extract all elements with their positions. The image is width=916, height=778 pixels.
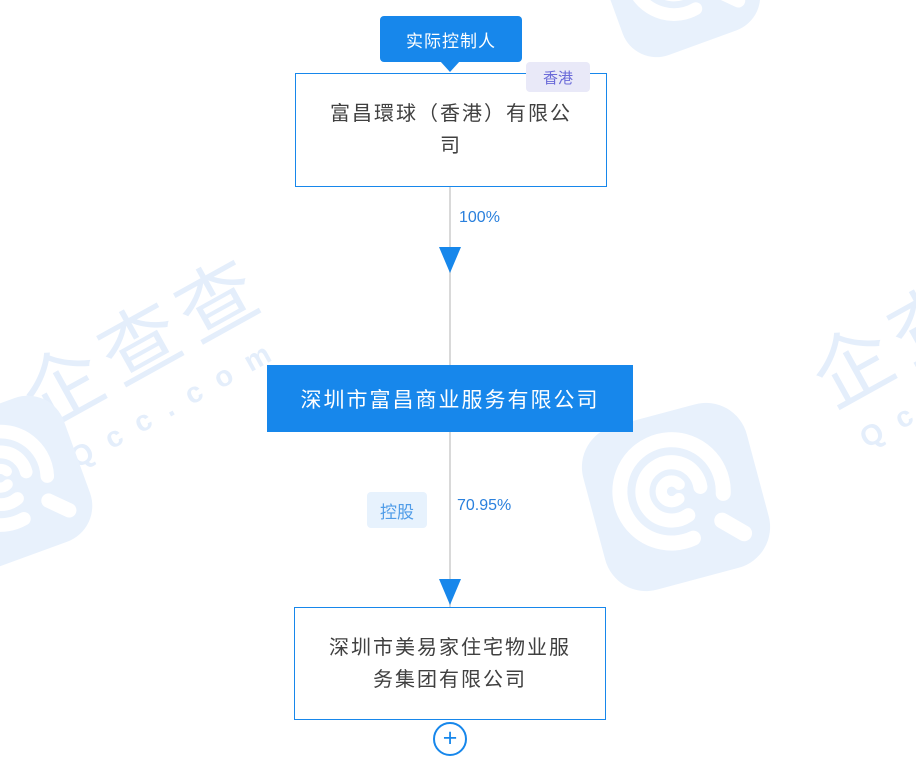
- actual-controller-badge: 实际控制人: [380, 16, 522, 62]
- qcc-watermark-text: 企查查 Qcc.com: [0, 223, 340, 503]
- qcc-watermark-text: 企查查 Qcc.com: [762, 203, 916, 483]
- badge-pointer-triangle: [440, 61, 460, 72]
- ownership-line-top: [449, 186, 451, 365]
- holding-relation-tag: 控股: [367, 492, 427, 528]
- holding-relation-label: 控股: [380, 502, 414, 522]
- company-name-line: 富昌環球（香港）有限公: [330, 103, 572, 125]
- ownership-percent-top: 100%: [459, 209, 500, 226]
- arrow-down-icon: [439, 579, 461, 605]
- expand-plus-button[interactable]: +: [433, 722, 467, 756]
- plus-icon: +: [442, 724, 458, 752]
- company-name: 深圳市美易家住宅物业服 务集团有限公司: [329, 632, 571, 696]
- company-name: 富昌環球（香港）有限公 司: [330, 98, 572, 162]
- arrow-down-icon: [439, 247, 461, 273]
- watermark-brand-text: 企查查: [797, 219, 916, 425]
- company-name-line: 司: [440, 135, 462, 157]
- region-tag: 香港: [526, 62, 590, 92]
- company-name-line: 务集团有限公司: [373, 668, 527, 691]
- region-tag-label: 香港: [542, 69, 573, 87]
- company-node-subsidiary[interactable]: 深圳市美易家住宅物业服 务集团有限公司: [294, 607, 606, 720]
- watermark-domain-text: Qcc.com: [854, 309, 916, 455]
- qcc-logo-icon: [575, 0, 780, 78]
- company-node-top[interactable]: 富昌環球（香港）有限公 司: [295, 73, 607, 187]
- ownership-percent-bottom: 70.95%: [457, 497, 512, 514]
- company-name-line: 深圳市美易家住宅物业服: [329, 636, 571, 659]
- actual-controller-badge-label: 实际控制人: [406, 31, 496, 51]
- company-node-focus[interactable]: 深圳市富昌商业服务有限公司: [267, 365, 633, 432]
- qcc-logo-icon: [0, 374, 114, 592]
- focus-company-name: 深圳市富昌商业服务有限公司: [300, 388, 600, 412]
- ownership-line-bottom: [449, 432, 451, 607]
